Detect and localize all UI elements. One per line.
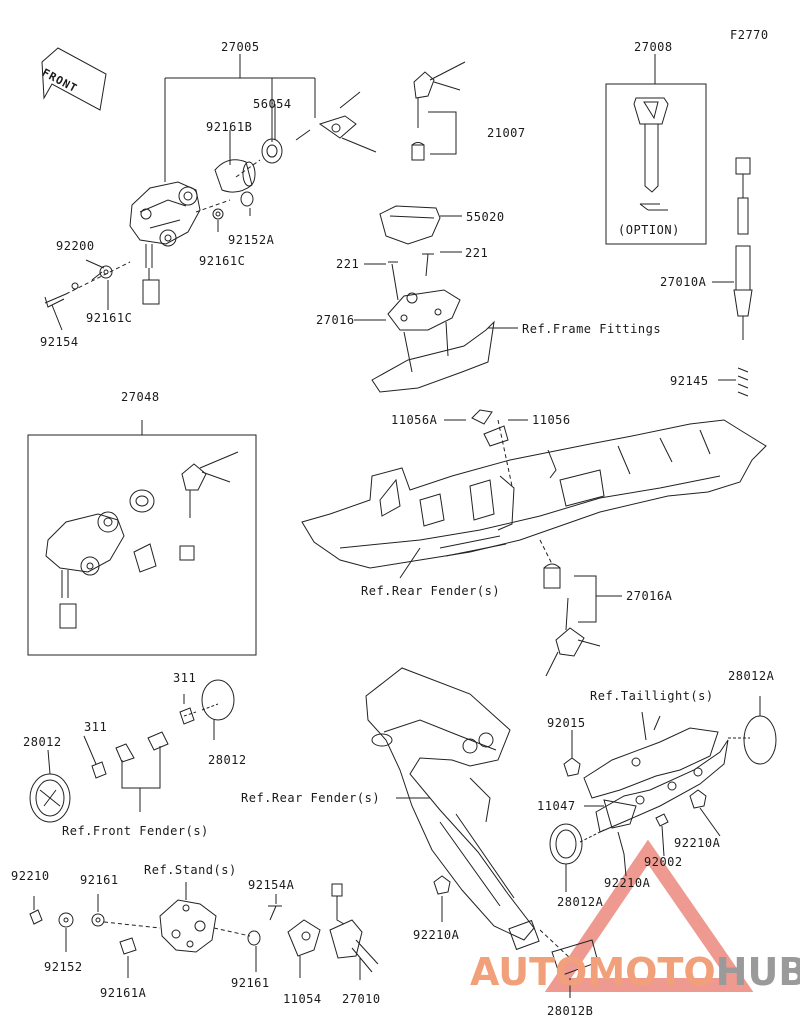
key-icon [295,91,377,153]
part-label-56054[interactable]: 56054 [253,97,292,111]
part-label-92152A[interactable]: 92152A [228,233,275,247]
rear-fender-icon [301,419,767,569]
part-label-92210A-a[interactable]: 92210A [674,836,721,850]
part-label-92145[interactable]: 92145 [670,374,709,388]
part-label-92210[interactable]: 92210 [11,869,50,883]
part-label-11056A[interactable]: 11056A [391,413,438,427]
part-label-92200[interactable]: 92200 [56,239,95,253]
part-label-28012A-top[interactable]: 28012A [728,669,775,683]
ref-frame-fittings[interactable]: Ref.Frame Fittings [522,322,662,336]
license-light-icon [508,919,540,951]
sensor-icon [329,883,379,973]
part-label-27005[interactable]: 27005 [221,40,260,54]
part-label-27008[interactable]: 27008 [634,40,673,54]
bracket-icon [371,289,495,393]
part-label-27010A[interactable]: 27010A [660,275,707,289]
part-label-27010[interactable]: 27010 [342,992,381,1006]
ref-front-fender[interactable]: Ref.Front Fender(s) [62,824,209,838]
part-label-92161C-b[interactable]: 92161C [86,311,133,325]
reflector-icon [743,715,777,765]
watermark-part-b: HUB [715,950,800,994]
part-label-92161A[interactable]: 92161A [100,986,147,1000]
ref-stand[interactable]: Ref.Stand(s) [144,863,237,877]
part-label-92015[interactable]: 92015 [547,716,586,730]
option-label: (OPTION) [618,223,680,237]
stand-bracket-icon [159,899,217,953]
part-label-28012-right[interactable]: 28012 [208,753,247,767]
part-label-27016A[interactable]: 27016A [626,589,673,603]
ignition-switch-icon [45,511,125,629]
part-label-92210A-b[interactable]: 92210A [604,876,651,890]
part-label-92152[interactable]: 92152 [44,960,83,974]
part-label-28012B[interactable]: 28012B [547,1004,594,1018]
taillight-bracket-icon [583,727,729,833]
part-label-221-left[interactable]: 221 [336,257,360,271]
part-label-28012-left[interactable]: 28012 [23,735,62,749]
rear-fender-icon [365,667,535,941]
watermark-part-a: AUTOMOTO [470,950,716,994]
ref-rear-fender-2[interactable]: Ref.Rear Fender(s) [241,791,381,805]
part-label-92161-b[interactable]: 92161 [231,976,270,990]
part-label-55020[interactable]: 55020 [466,210,505,224]
part-label-92161B[interactable]: 92161B [206,120,253,134]
key-icon [411,61,466,161]
cover-icon [379,205,441,245]
part-label-92161[interactable]: 92161 [80,873,119,887]
reflector-icon [29,773,71,823]
key-icon [545,597,601,677]
ignition-switch-icon [129,181,201,305]
watermark-triangle-icon [544,839,754,992]
switch-icon [287,919,321,957]
front-arrow-icon [41,47,107,111]
key-icon [181,451,239,518]
part-label-11047[interactable]: 11047 [537,799,576,813]
reflector-icon [201,679,235,721]
diagram-code: F2770 [730,28,769,42]
part-label-92154[interactable]: 92154 [40,335,79,349]
part-label-92161C-a[interactable]: 92161C [199,254,246,268]
part-label-311-left[interactable]: 311 [84,720,108,734]
part-label-21007[interactable]: 21007 [487,126,526,140]
part-label-28012A-bottom[interactable]: 28012A [557,895,604,909]
part-label-27016[interactable]: 27016 [316,313,355,327]
reflector-icon [549,823,583,865]
seal-icon [261,138,283,164]
ref-rear-fender-1[interactable]: Ref.Rear Fender(s) [361,584,501,598]
sensor-icon [733,157,753,397]
part-label-27048[interactable]: 27048 [121,390,160,404]
part-label-92210A-c[interactable]: 92210A [413,928,460,942]
watermark: AUTOMOTOHUB [470,950,800,994]
part-label-221-right[interactable]: 221 [465,246,489,260]
part-label-92154A[interactable]: 92154A [248,878,295,892]
part-label-311-top[interactable]: 311 [173,671,197,685]
part-label-11054[interactable]: 11054 [283,992,322,1006]
ring-icon [214,159,256,193]
key-icon [633,97,669,211]
part-label-92002[interactable]: 92002 [644,855,683,869]
part-label-11056[interactable]: 11056 [532,413,571,427]
ref-taillight[interactable]: Ref.Taillight(s) [590,689,714,703]
